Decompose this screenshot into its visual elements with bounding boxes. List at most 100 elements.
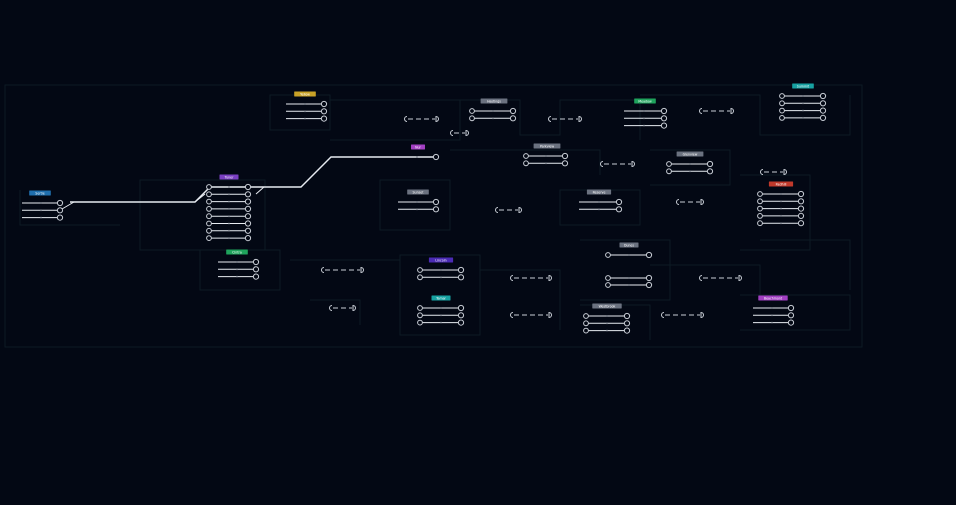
buffer-stop-icon (730, 107, 734, 115)
buffer-stop-icon (510, 312, 514, 318)
grid-line (310, 299, 361, 325)
buffer-stop-icon (787, 312, 795, 319)
buffer-stop-icon (645, 251, 653, 259)
buffer-stop-icon (797, 220, 805, 227)
grid-line (480, 269, 561, 330)
grid-line (740, 174, 811, 251)
buffer-stop-icon (700, 311, 704, 319)
station-label: Westbrook (599, 304, 616, 308)
grid-line (290, 259, 401, 300)
station-yellow[interactable]: Yellow (286, 91, 328, 122)
buffer-stop-icon (819, 92, 827, 100)
buffer-stop-icon (779, 107, 785, 114)
buffer-stop-icon (578, 115, 582, 123)
buffer-stop-icon (660, 122, 668, 129)
track-segment[interactable] (600, 160, 635, 168)
buffer-stop-icon (645, 274, 653, 282)
station-hastings[interactable]: Hastings (469, 98, 517, 122)
station-cintra[interactable]: Cintra (218, 249, 260, 280)
station-tag (768, 181, 794, 187)
buffer-stop-icon (631, 160, 635, 168)
track-segments (321, 107, 787, 319)
buffer-stop-icon (244, 183, 252, 191)
buffer-stop-icon (583, 327, 589, 334)
grid-line (559, 189, 641, 226)
station-sertie[interactable]: Sertie (22, 190, 64, 221)
track-segment[interactable] (510, 311, 552, 319)
station-parkview[interactable]: Parkview (523, 143, 569, 167)
track-segment[interactable] (760, 168, 787, 176)
buffer-stop-icon (404, 116, 408, 122)
grid-line (740, 294, 851, 331)
buffer-stop-icon (457, 266, 465, 274)
buffer-stop-icon (666, 161, 672, 167)
station-meadow[interactable]: Meadow (624, 98, 668, 129)
track-segment[interactable] (661, 311, 704, 319)
station-tag (533, 143, 561, 149)
track-segment[interactable] (699, 107, 734, 115)
buffer-stop-icon (645, 281, 653, 289)
station-tamar[interactable]: Tamar (417, 295, 465, 326)
buffer-stop-icon (819, 114, 827, 122)
buffer-stop-icon (661, 312, 665, 318)
buffer-stop-icon (457, 274, 465, 281)
station-tuner[interactable]: Tuner (206, 174, 252, 242)
station-label: Lincoln (435, 258, 446, 262)
grid-line (199, 249, 281, 291)
track-segment[interactable] (510, 274, 552, 282)
track-segment[interactable] (329, 304, 356, 312)
buffer-stop-icon (450, 130, 454, 136)
grid-line (379, 179, 451, 231)
station-tag (619, 242, 639, 248)
track-segment[interactable] (321, 266, 364, 274)
station-tag (294, 91, 316, 97)
buffer-stop-icon (417, 305, 423, 311)
buffer-stop-icon (352, 304, 356, 312)
station-label: Yellow (300, 92, 310, 96)
buffer-stop-icon (329, 305, 333, 311)
station-lincoln[interactable]: Lincoln (417, 257, 465, 281)
station-redhill[interactable]: Redhill (757, 181, 805, 227)
buffer-stop-icon (457, 304, 465, 312)
buffer-stop-icon (244, 235, 252, 242)
station-reserve[interactable]: Reserve (579, 189, 623, 213)
station-westbrook[interactable]: Westbrook (583, 303, 631, 334)
buffer-stop-icon (417, 267, 423, 273)
buffer-stop-icon (583, 313, 589, 319)
buffer-stop-icon (56, 199, 64, 207)
main-line-track (70, 156, 437, 203)
buffer-stop-icon (757, 191, 763, 197)
grid-line (399, 254, 481, 336)
buffer-stop-icon (757, 213, 763, 219)
station-label: Hastings (487, 99, 501, 103)
buffer-stop-icon (244, 220, 252, 227)
buffer-stop-icon (787, 304, 795, 312)
station-beachmont[interactable]: Beachmont (753, 295, 795, 326)
station-tag (411, 144, 425, 150)
station-dunes[interactable]: Dunes (605, 242, 653, 289)
station-glenview[interactable]: Glenview (666, 151, 714, 175)
buffer-stop-icon (206, 227, 212, 234)
station-label: Reserve (593, 190, 606, 194)
station-nur[interactable]: Nur (398, 144, 440, 161)
buffer-stop-icon (56, 214, 64, 221)
station-tag (634, 98, 656, 104)
track-segment[interactable] (404, 115, 439, 123)
track-segment[interactable] (450, 129, 469, 137)
station-sunset[interactable]: Sunset (398, 189, 440, 213)
buffer-stop-icon (435, 115, 439, 123)
track-segment[interactable] (676, 198, 704, 206)
station-summit[interactable]: Summit (779, 83, 827, 122)
buffer-stop-icon (699, 108, 703, 114)
track-segment[interactable] (495, 206, 522, 214)
track-segment[interactable] (548, 115, 582, 123)
buffer-stop-icon (244, 198, 252, 205)
buffer-stop-icon (779, 115, 785, 121)
buffer-stop-icon (432, 198, 440, 206)
buffer-stop-icon (757, 198, 763, 205)
track-segment[interactable] (699, 274, 742, 282)
buffer-stop-icon (417, 319, 423, 326)
buffer-stop-icon (561, 160, 569, 167)
buffer-stop-icon (699, 275, 703, 281)
